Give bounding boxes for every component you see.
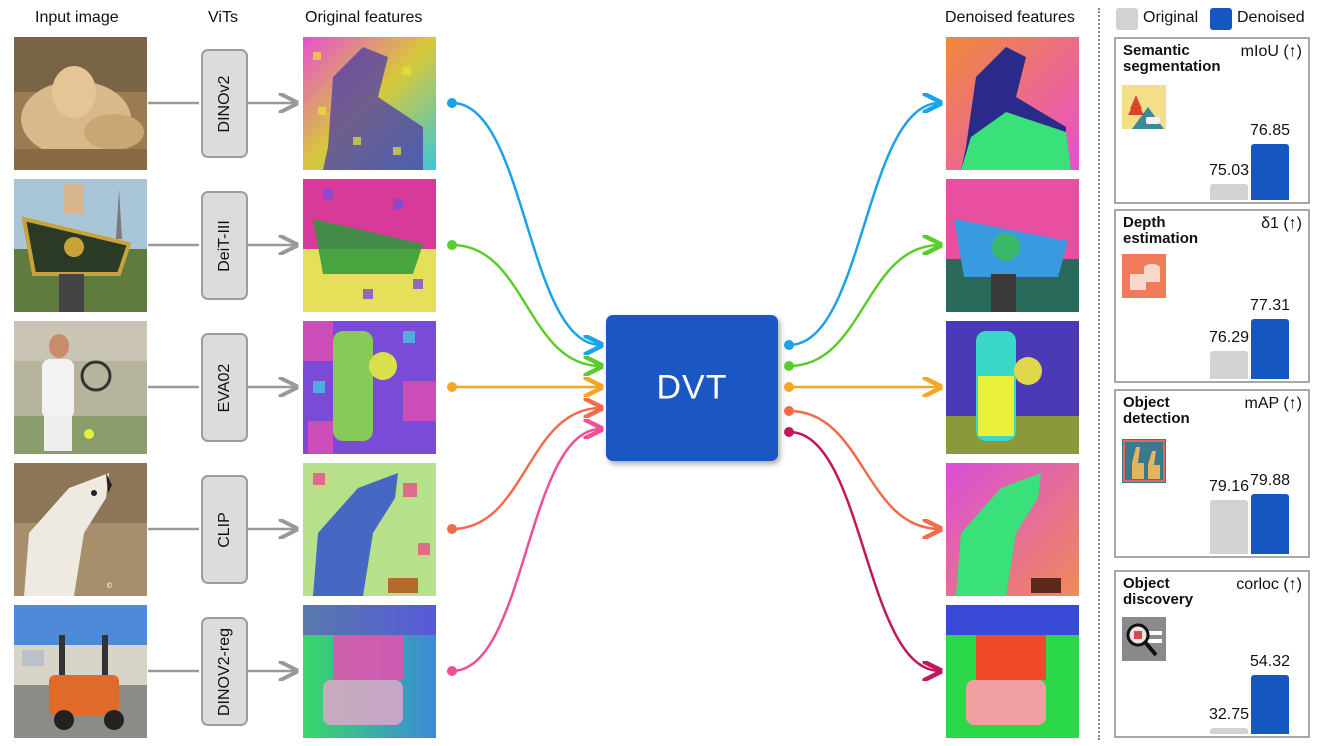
- value-original: 32.75: [1208, 706, 1250, 723]
- vit-label: DeiT-III: [215, 219, 233, 272]
- panel-metric: mIoU (↑): [1240, 43, 1302, 60]
- input-arrow-2-dot: [447, 240, 457, 250]
- legend-label-original: Original: [1143, 9, 1199, 26]
- panel-title: Object detection: [1123, 394, 1190, 427]
- panel-title: Object discovery: [1123, 575, 1194, 608]
- header-input-image: Input image: [35, 9, 119, 26]
- output-arrow-1-dot: [784, 340, 794, 350]
- panel-metric: mAP (↑): [1244, 395, 1302, 412]
- header-original-features: Original features: [305, 9, 423, 26]
- header-denoised-features: Denoised features: [945, 9, 1075, 26]
- vit-box-dinov2: DINOv2: [201, 49, 248, 158]
- denoised-feature-map-2: [946, 179, 1079, 312]
- output-arrow-2: [788, 245, 940, 368]
- dvt-box: DVT: [606, 315, 778, 461]
- input-arrow-4: [451, 408, 601, 531]
- panel-metric: δ1 (↑): [1261, 215, 1302, 232]
- vit-label: DINOv2: [215, 75, 233, 132]
- value-denoised: 77.31: [1249, 296, 1291, 314]
- input-arrow-1-dot: [447, 98, 457, 108]
- input-image-lion: [14, 37, 147, 170]
- output-arrow-5-dot: [784, 427, 794, 437]
- results-panel-discovery: Object discovery corloc (↑) 32.75 54.32: [1114, 570, 1310, 738]
- original-feature-map-1: [303, 37, 436, 170]
- input-arrow-3-dot: [447, 382, 457, 392]
- panel-title: Depth estimation: [1123, 214, 1199, 247]
- input-arrow-1: [451, 101, 601, 345]
- bar-denoised: [1251, 318, 1289, 379]
- output-arrow-5: [788, 430, 940, 671]
- value-denoised: 79.88: [1249, 472, 1291, 490]
- dvt-label: DVT: [656, 368, 728, 407]
- bar-original: [1210, 500, 1248, 554]
- results-panel-segmentation: Semantic segmentation mIoU (↑) 75.03 76.…: [1114, 37, 1310, 204]
- original-feature-map-3: [303, 321, 436, 454]
- denoised-feature-map-5: [946, 605, 1079, 738]
- input-image-wolf: ©: [14, 463, 147, 596]
- depth-icon: [1122, 254, 1166, 298]
- original-feature-map-2: [303, 179, 436, 312]
- denoised-feature-map-3: [946, 321, 1079, 454]
- denoised-feature-map-4: [946, 463, 1079, 596]
- vit-box-deit: DeiT-III: [201, 191, 248, 300]
- legend-label-denoised: Denoised: [1237, 9, 1305, 26]
- original-feature-map-4: [303, 463, 436, 596]
- giraffe-icon: [1122, 439, 1166, 483]
- bar-denoised: [1251, 144, 1289, 200]
- bar-denoised: [1251, 674, 1289, 734]
- vit-label: DINOV2-reg: [215, 627, 233, 716]
- dotted-divider: [1098, 8, 1100, 740]
- output-arrow-4: [788, 409, 940, 529]
- bar-denoised: [1251, 494, 1289, 554]
- magnifier-icon: [1122, 617, 1166, 661]
- panel-metric: corloc (↑): [1236, 576, 1302, 593]
- vit-box-dinov2-reg: DINOV2-reg: [201, 617, 248, 726]
- vit-box-clip: CLIP: [201, 475, 248, 584]
- input-image-tennis: [14, 321, 147, 454]
- output-arrow-3-dot: [784, 382, 794, 392]
- value-original: 75.03: [1208, 162, 1250, 180]
- value-original: 79.16: [1208, 478, 1250, 496]
- input-arrow-4-dot: [447, 524, 457, 534]
- input-arrow-5: [451, 429, 601, 673]
- bar-original: [1210, 184, 1248, 200]
- input-image-shield: [14, 179, 147, 312]
- vit-label: EVA02: [215, 363, 233, 412]
- results-panel-detection: Object detection mAP (↑) 79.16 79.88: [1114, 389, 1310, 558]
- vit-box-eva02: EVA02: [201, 333, 248, 442]
- results-panel-depth: Depth estimation δ1 (↑) 76.29 77.31: [1114, 209, 1310, 383]
- value-original: 76.29: [1208, 329, 1250, 347]
- value-denoised: 76.85: [1249, 122, 1291, 140]
- header-vits: ViTs: [208, 9, 238, 26]
- value-denoised: 54.32: [1249, 652, 1291, 670]
- input-image-forklift: [14, 605, 147, 738]
- input-arrow-2: [451, 243, 601, 366]
- legend-swatch-original: [1116, 8, 1138, 30]
- input-arrow-5-dot: [447, 666, 457, 676]
- denoised-feature-map-1: [946, 37, 1079, 170]
- output-arrow-1: [788, 103, 940, 347]
- panel-title: Semantic segmentation: [1123, 42, 1221, 75]
- legend-swatch-denoised: [1210, 8, 1232, 30]
- original-feature-map-5: [303, 605, 436, 738]
- bar-original: [1210, 728, 1248, 734]
- vit-label: CLIP: [215, 511, 233, 548]
- output-arrow-2-dot: [784, 361, 794, 371]
- bar-original: [1210, 351, 1248, 379]
- svg-text:©: ©: [106, 582, 113, 590]
- segmentation-icon: [1122, 85, 1166, 129]
- output-arrow-4-dot: [784, 406, 794, 416]
